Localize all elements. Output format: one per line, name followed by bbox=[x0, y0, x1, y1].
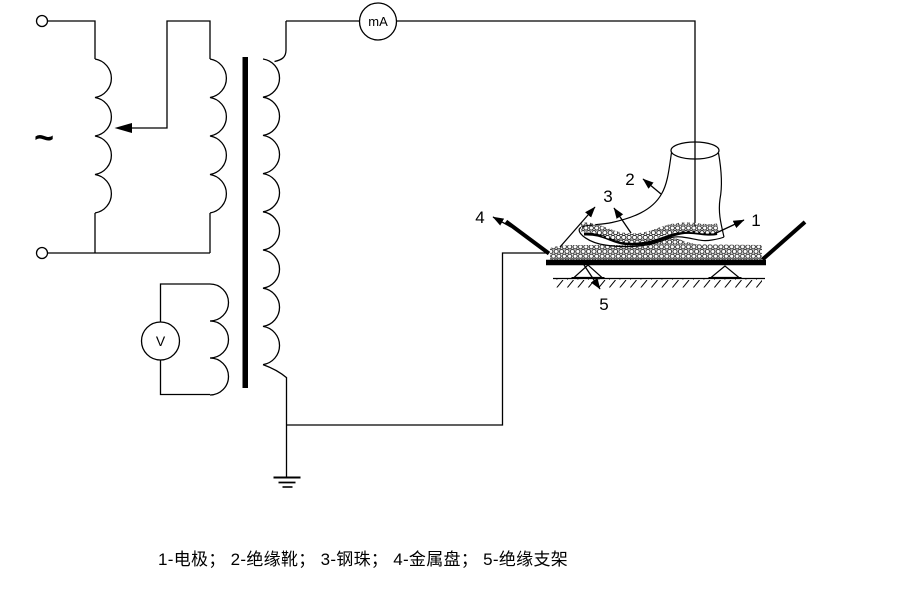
metal-tray bbox=[504, 219, 807, 266]
callout-3: 3 bbox=[559, 187, 632, 248]
leader-line-5 bbox=[583, 264, 601, 290]
ac-symbol: ~ bbox=[34, 119, 54, 157]
voltmeter-wires bbox=[159, 283, 210, 396]
voltmeter-body bbox=[140, 321, 181, 361]
callout-label-5: 5 bbox=[599, 295, 608, 314]
boot-sole-outline bbox=[578, 228, 725, 248]
milliammeter-body bbox=[358, 2, 398, 41]
voltmeter-winding bbox=[209, 283, 230, 396]
milliammeter: mA bbox=[358, 2, 398, 41]
wire-secondary-bottom bbox=[262, 363, 288, 425]
leader-line-3a bbox=[559, 206, 596, 248]
ground-hatching bbox=[554, 279, 762, 288]
wire-secondary-top bbox=[274, 21, 287, 63]
secondary-winding bbox=[262, 58, 281, 366]
variac-winding bbox=[94, 58, 112, 214]
variac bbox=[94, 58, 132, 214]
callout-label-4: 4 bbox=[475, 208, 484, 227]
callout-4: 4 bbox=[475, 208, 512, 228]
callout-5: 5 bbox=[583, 264, 609, 314]
wire-hv-to-electrode bbox=[396, 20, 696, 228]
test-assembly bbox=[504, 141, 807, 288]
tray-right-edge bbox=[761, 220, 807, 261]
steel-balls-inner-layer bbox=[580, 222, 719, 243]
callouts: 1 2 3 4 5 bbox=[475, 170, 760, 314]
voltmeter: V bbox=[140, 283, 210, 396]
boot-right-outline bbox=[717, 152, 725, 238]
ground-icon bbox=[273, 476, 301, 488]
wire-wiper-to-primary bbox=[132, 20, 211, 129]
source-terminal-bottom bbox=[35, 246, 49, 260]
callout-label-3: 3 bbox=[603, 187, 612, 206]
leader-line-1 bbox=[713, 219, 745, 235]
leader-line-3b bbox=[613, 207, 632, 234]
callout-2: 2 bbox=[625, 170, 662, 195]
boot-top-opening bbox=[670, 141, 720, 160]
callout-label-1: 1 bbox=[751, 211, 760, 230]
wire-source-top bbox=[47, 20, 96, 59]
electrode-strip bbox=[583, 230, 718, 246]
callout-1: 1 bbox=[713, 211, 761, 235]
support-triangle-right bbox=[709, 265, 741, 279]
tray-left-edge bbox=[504, 219, 551, 256]
steel-balls-tray-layer bbox=[550, 237, 762, 260]
wire-return-to-tray bbox=[286, 252, 547, 426]
primary-winding bbox=[209, 58, 227, 214]
leader-line-2 bbox=[642, 178, 662, 195]
insulating-supports bbox=[553, 264, 765, 288]
wiper-arrow-icon bbox=[114, 123, 132, 133]
transformer bbox=[209, 57, 281, 396]
ac-source: ~ bbox=[34, 14, 54, 260]
callout-label-2: 2 bbox=[625, 170, 634, 189]
milliammeter-label: mA bbox=[368, 14, 388, 29]
source-terminal-top bbox=[35, 14, 49, 28]
voltmeter-label: V bbox=[156, 333, 166, 349]
leader-line-4 bbox=[492, 216, 512, 228]
legend-caption: 1-电极； 2-绝缘靴； 3-钢珠； 4-金属盘； 5-绝缘支架 bbox=[158, 550, 568, 569]
transformer-core bbox=[242, 57, 248, 388]
